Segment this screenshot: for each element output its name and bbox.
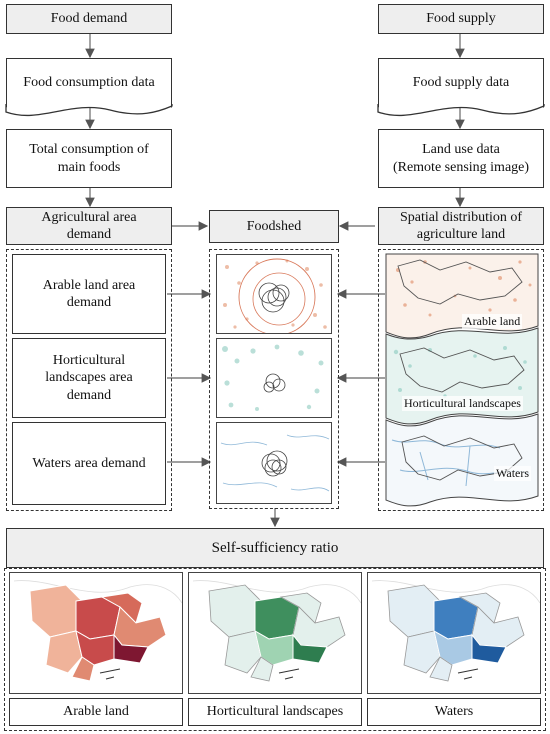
arable-ratio-map [9, 572, 183, 694]
food-supply-label: Food supply [426, 11, 496, 27]
food-consumption-data-box: Food consumption data [6, 58, 172, 108]
horticultural-caption: Horticultural landscapes [206, 704, 344, 720]
waters-caption-box: Waters [367, 698, 541, 726]
waters-caption: Waters [434, 704, 474, 720]
horticultural-map-label: Horticultural landscapes [402, 396, 523, 411]
waters-ratio-map [367, 572, 541, 694]
foodshed-group-frame [209, 249, 339, 509]
food-demand-box: Food demand [6, 4, 172, 34]
horticultural-area-demand-label: Horticultural landscapes area demand [45, 352, 133, 403]
total-consumption-box: Total consumption of main foods [6, 129, 172, 188]
spatial-distribution-label: Spatial distribution of agriculture land [399, 209, 523, 243]
arable-land-area-demand-label: Arable land area demand [42, 277, 136, 311]
horticultural-caption-box: Horticultural landscapes [188, 698, 362, 726]
horticultural-foodshed-map [216, 338, 332, 418]
land-use-data-label: Land use data (Remote sensing image) [392, 142, 530, 175]
waters-ratio-graphic [371, 580, 540, 682]
land-maps-group-frame [378, 249, 544, 511]
food-supply-box: Food supply [378, 4, 544, 34]
self-sufficiency-ratio-label: Self-sufficiency ratio [211, 539, 339, 556]
demand-group-frame [6, 249, 172, 511]
waters-foodshed-graphic [220, 434, 330, 492]
spatial-distribution-box: Spatial distribution of agriculture land [378, 207, 544, 245]
land-use-data-box: Land use data (Remote sensing image) [378, 129, 544, 188]
food-consumption-data-label: Food consumption data [23, 75, 155, 91]
arable-caption-box: Arable land [9, 698, 183, 726]
horticultural-foodshed-graphic [222, 344, 324, 411]
agricultural-area-demand-label: Agricultural area demand [41, 209, 137, 243]
arable-caption: Arable land [63, 704, 129, 720]
waters-area-demand-box: Waters area demand [12, 422, 166, 505]
total-consumption-label: Total consumption of main foods [29, 142, 149, 175]
ratio-maps-frame [4, 568, 546, 731]
food-demand-label: Food demand [50, 11, 128, 27]
foodshed-box: Foodshed [209, 210, 339, 243]
food-supply-data-box: Food supply data [378, 58, 544, 108]
arable-ratio-graphic [13, 580, 182, 682]
horticultural-ratio-graphic [192, 580, 361, 682]
arable-land-area-demand-box: Arable land area demand [12, 254, 166, 334]
waters-map-label: Waters [494, 466, 532, 481]
waters-area-demand-label: Waters area demand [32, 455, 146, 471]
arable-land-map-label: Arable land [462, 314, 523, 329]
waters-foodshed-map [216, 422, 332, 504]
horticultural-area-demand-box: Horticultural landscapes area demand [12, 338, 166, 418]
horticultural-ratio-map [188, 572, 362, 694]
agricultural-area-demand-box: Agricultural area demand [6, 207, 172, 245]
self-sufficiency-ratio-box: Self-sufficiency ratio [6, 528, 544, 568]
food-supply-data-label: Food supply data [412, 75, 510, 91]
arable-foodshed-graphic [223, 258, 327, 333]
arable-foodshed-map [216, 254, 332, 334]
foodshed-label: Foodshed [246, 218, 302, 234]
